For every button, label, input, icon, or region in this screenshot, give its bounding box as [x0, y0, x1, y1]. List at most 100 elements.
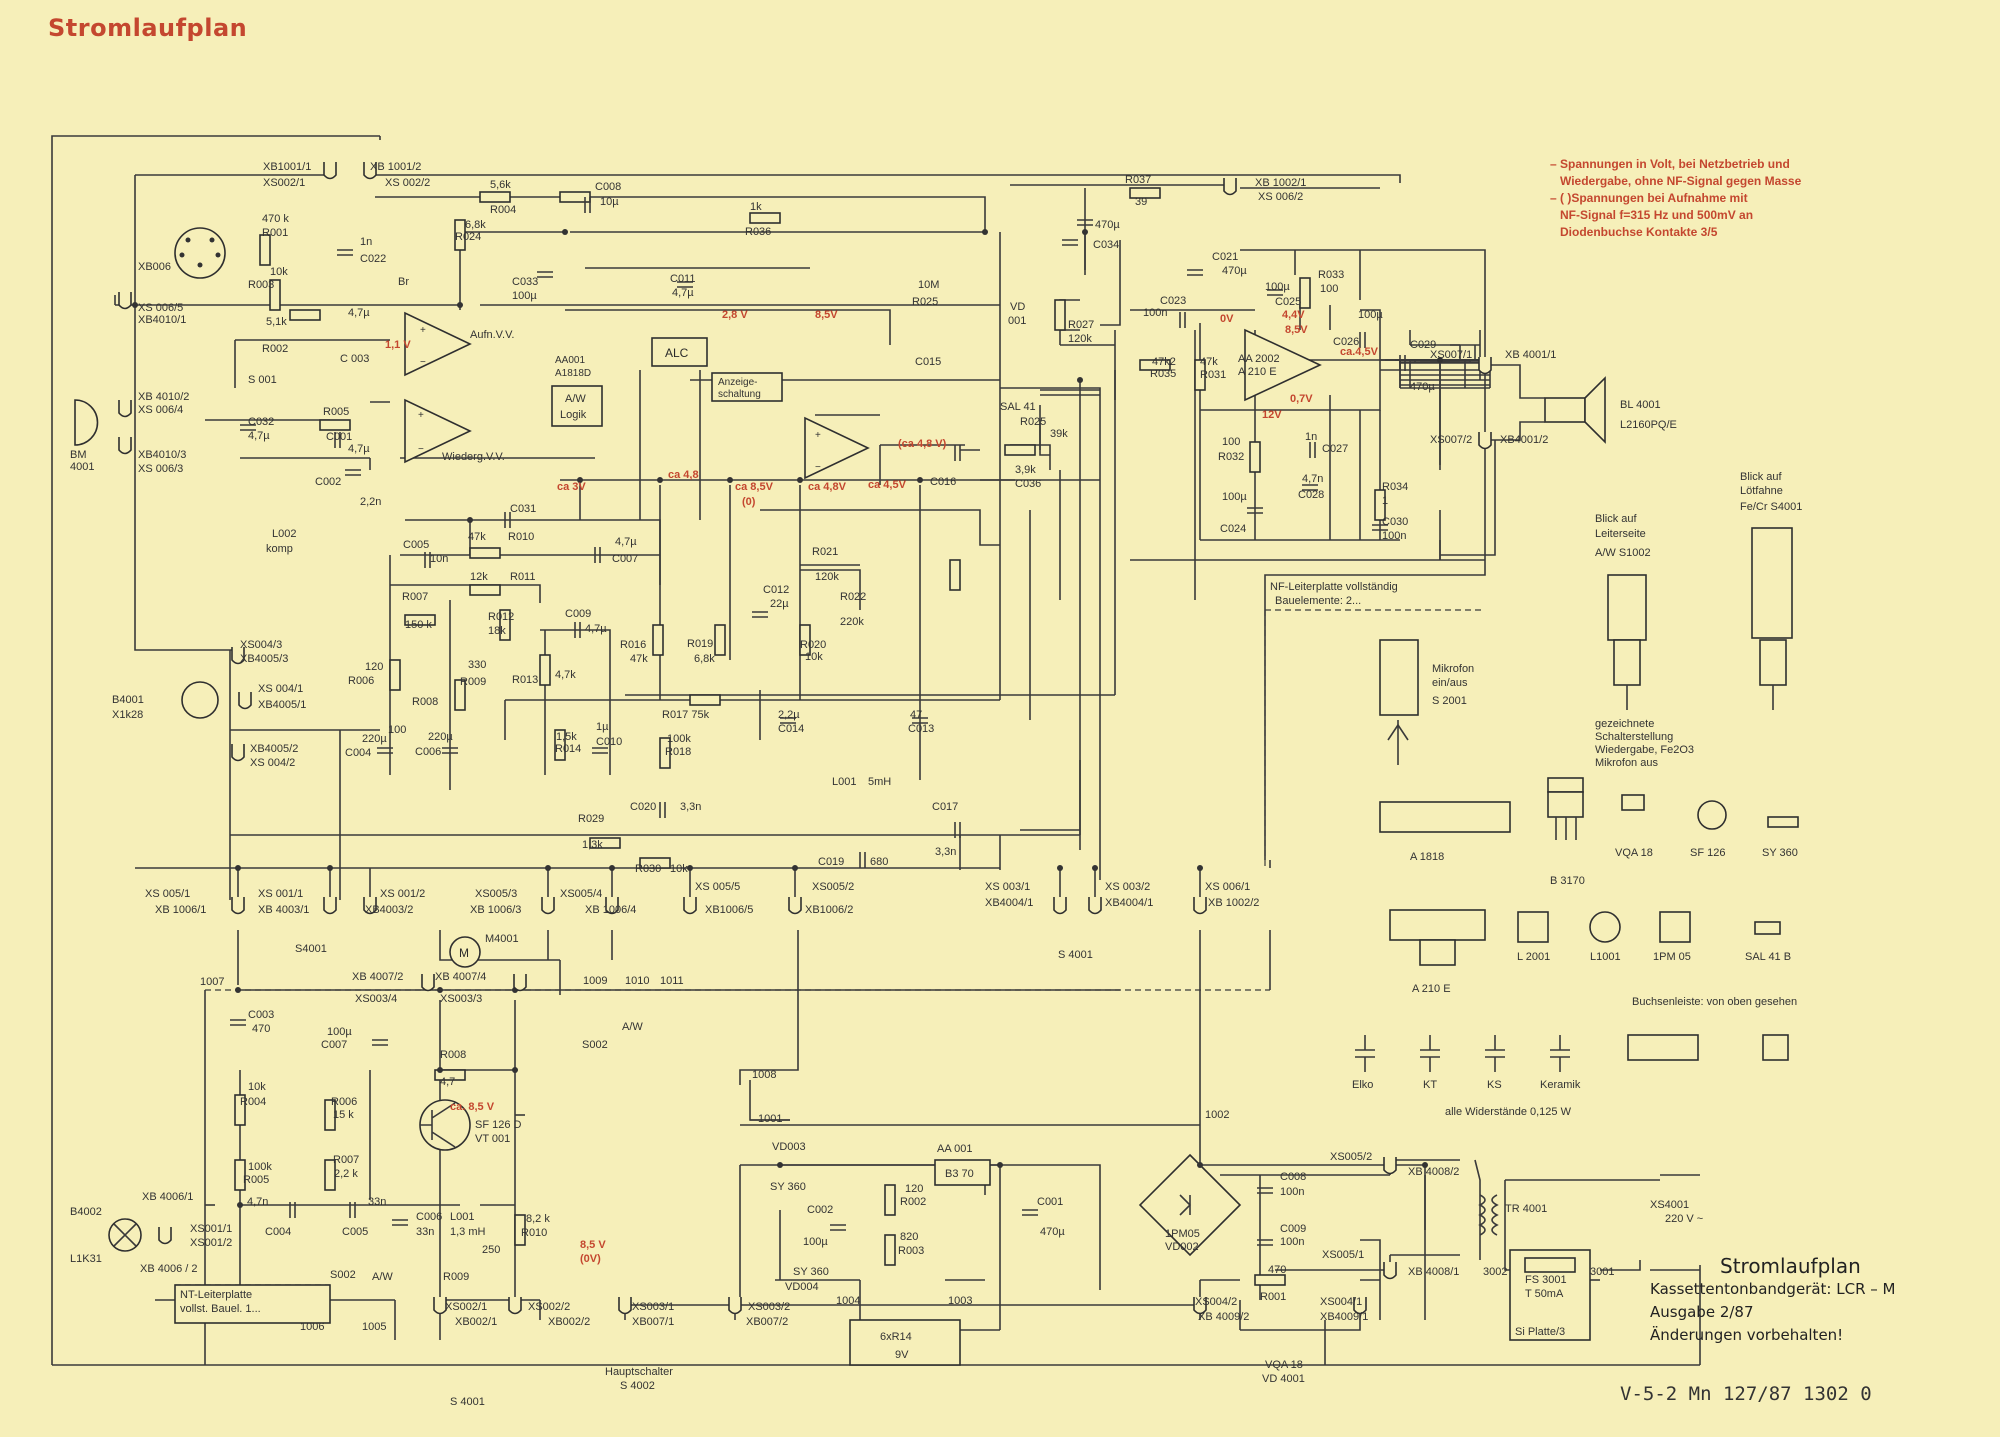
component-label-c002v: 2,2n — [360, 496, 381, 508]
connector-label-xb4009-2: XB 4009/2 — [1198, 1311, 1249, 1323]
connector-label-xb4007-4: XB 4007/4 — [435, 971, 486, 983]
connector-plug-symbol — [1193, 897, 1207, 915]
capacitor-symbol — [372, 1039, 388, 1046]
connector-label-xb4001-2: XB4001/2 — [1500, 434, 1548, 446]
connector-plug-symbol — [683, 897, 697, 915]
component-label-r002bv: 120 — [905, 1183, 923, 1195]
component-label-r016v: R016 — [620, 639, 646, 651]
resistor-symbol — [884, 1184, 896, 1216]
component-label-vd004: VD004 — [785, 1281, 819, 1293]
component-label-vd001: VD — [1010, 301, 1025, 313]
connector-label-xb4008-2: XB 4008/2 — [1408, 1166, 1459, 1178]
connector-plug-symbol — [513, 974, 527, 992]
note-line: Diodenbuchse Kontakte 3/5 — [1560, 225, 1718, 239]
resistor-symbol — [234, 1159, 246, 1191]
microphone-bm4001: BM 4001 — [70, 399, 99, 473]
component-label-c020: C020 — [630, 801, 656, 813]
resistor-symbol — [554, 729, 566, 761]
component-label-c022v: 1n — [360, 236, 372, 248]
junction-dot — [609, 865, 615, 871]
connector-label-xb006: XB006 — [138, 261, 171, 273]
component-label-c005v: 10n — [430, 553, 448, 565]
svg-text:−: − — [815, 462, 821, 473]
component-label-r001bv: 470 — [1268, 1264, 1286, 1276]
component-label-c017: C017 — [932, 801, 958, 813]
component-label-c009b: C009 — [1280, 1223, 1306, 1235]
package-a210e: A 210 E — [1389, 909, 1486, 995]
voltage-notes: – Spannungen in Volt, bei Netzbetrieb un… — [1550, 156, 1970, 241]
component-label-r022v: 220k — [840, 616, 864, 628]
component-label-c003b: C003 — [248, 1009, 274, 1021]
connector-label-xs003-1: XS 003/1 — [985, 881, 1030, 893]
component-label-r004b: R004 — [490, 204, 516, 216]
speaker-type: L2160PQ/E — [1620, 419, 1677, 431]
component-label-c007b: 100µ — [327, 1026, 352, 1038]
capacitor-symbol — [345, 469, 361, 476]
connector-strip-drawing — [1627, 1034, 1789, 1061]
component-label-c008bv: 100n — [1280, 1186, 1304, 1198]
connector-label-xs004-1: XS 004/1 — [258, 683, 303, 695]
component-label-c008: C008 — [595, 181, 621, 193]
junction-dot — [1422, 1162, 1428, 1168]
switch-pos-label-2: Schalterstellung — [1595, 731, 1673, 743]
resistor-note: alle Widerstände 0,125 W — [1445, 1106, 1572, 1118]
connector-label-xs001-1: XS 001/1 — [258, 888, 303, 900]
connector-label-xb4005-3: XB4005/3 — [240, 653, 288, 665]
junction-dot — [997, 1162, 1003, 1168]
aa001-label: AA001 — [555, 355, 585, 366]
component-label-r028v: 3,9k — [1015, 464, 1036, 476]
capacitor-symbol — [574, 622, 581, 638]
voltage-label-v5: ca 4,8 — [668, 469, 699, 481]
component-label-c006bv: 33n — [416, 1226, 434, 1238]
component-label-r035v: 47k2 — [1152, 356, 1176, 368]
component-label-r014: R014 — [555, 743, 581, 755]
voltage-label-v10: 0V — [1220, 313, 1234, 325]
capacitor-symbol — [592, 747, 608, 754]
connector-plug-symbol — [231, 897, 245, 915]
connector-plug-symbol — [433, 1297, 447, 1315]
node-label-n1003: 1003 — [948, 1295, 972, 1307]
connector-label-xs004-3: XS004/3 — [240, 639, 282, 651]
connector-plug-symbol — [1478, 357, 1492, 375]
component-label-r004c: 10k — [248, 1081, 266, 1093]
anzeige-block: Anzeige- schaltung — [711, 372, 783, 402]
connector-plug-symbol — [508, 1297, 522, 1315]
capacitor-symbol — [752, 611, 768, 618]
component-label-r008v: 100 — [388, 724, 406, 736]
package-vqa18-label: VQA 18 — [1615, 847, 1653, 859]
package-l2001-label: L 2001 — [1517, 951, 1550, 963]
capacitor-symbol — [337, 249, 353, 256]
regulator-type: B3 70 — [945, 1168, 974, 1180]
view-label: Blick auf — [1740, 471, 1783, 483]
component-label-c029v: 470µ — [1410, 381, 1435, 393]
connector-label-xb4009-1: XB4009/1 — [1320, 1311, 1368, 1323]
component-label-r031: R031 — [1200, 369, 1226, 381]
aufn-vv-amplifier: + − Aufn.V.V. — [404, 311, 514, 377]
junction-dot — [1197, 865, 1203, 871]
connector-label-xs006-3: XS 006/3 — [138, 463, 183, 475]
battery-voltage: 9V — [895, 1349, 909, 1361]
capacitor-symbol — [1187, 269, 1203, 276]
resistor-symbol — [1249, 441, 1261, 473]
resistor-symbol — [689, 694, 721, 706]
capacitor-symbol — [349, 1202, 356, 1218]
component-label-c017v: 3,3n — [935, 846, 956, 858]
connector-label-xs007-2: XS007/2 — [1430, 434, 1472, 446]
resistor-symbol — [539, 654, 551, 686]
package-b3170-label: B 3170 — [1550, 875, 1585, 887]
voltage-label-v7: ca 4,8V — [808, 481, 847, 493]
voltage-label-v15: 0,7V — [1290, 393, 1313, 405]
package-a210e-label: A 210 E — [1412, 983, 1451, 995]
nt-board-label: NT-Leiterplatte — [180, 1289, 252, 1301]
component-label-r003: R003 — [248, 279, 274, 291]
connector-label-xb4008-1: XB 4008/1 — [1408, 1266, 1459, 1278]
connector-label-xs006-5: XS 006/5 — [138, 302, 183, 314]
capacitor-symbol — [594, 547, 601, 563]
resistor-symbol — [324, 1159, 336, 1191]
component-label-c028v: 4,7n — [1302, 473, 1323, 485]
component-label-r008b: R008 — [440, 1049, 466, 1061]
logik-label: Logik — [560, 409, 587, 421]
power-amplifier-aa2002: AA 2002 A 210 E — [1238, 328, 1322, 402]
voltage-label-v2: 2,8 V — [722, 309, 748, 321]
node-label-n1011: 1011 — [660, 975, 684, 987]
